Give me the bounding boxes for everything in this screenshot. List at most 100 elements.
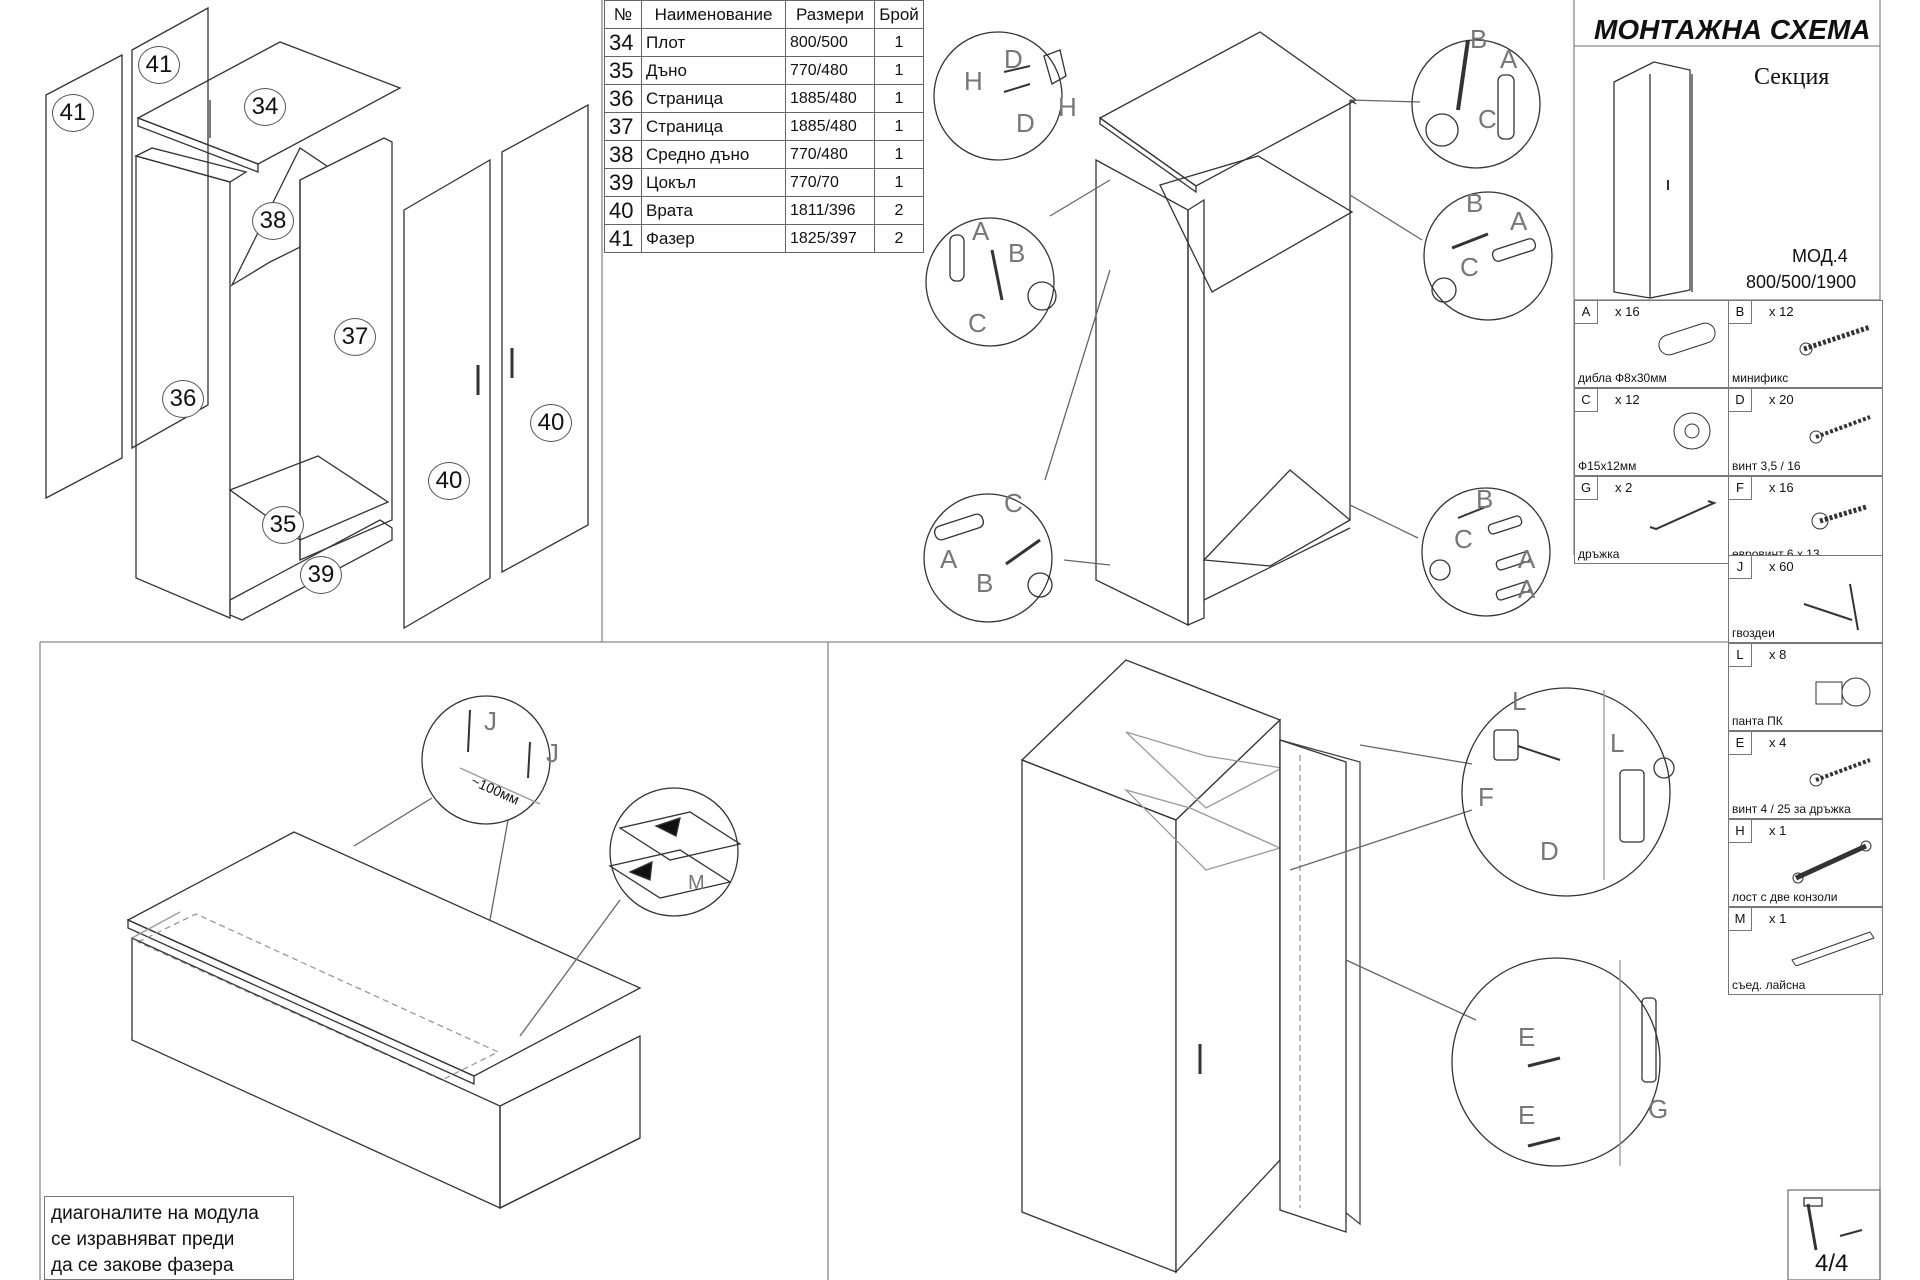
part-callout-35: 35 <box>262 506 304 544</box>
part-name: Фазер <box>641 224 786 253</box>
nail-icon <box>1803 583 1859 631</box>
part-size: 1811/396 <box>785 196 875 225</box>
hardware-item-b: B x 12 минификс <box>1728 300 1883 388</box>
part-callout-40: 40 <box>530 404 572 442</box>
part-qty: 1 <box>874 28 924 57</box>
note-line: диагоналите на модула <box>51 1203 259 1224</box>
detail-letter: H <box>1058 92 1077 122</box>
part-qty: 2 <box>874 196 924 225</box>
part-name: Страница <box>641 112 786 141</box>
part-no: 39 <box>604 168 642 197</box>
model-dimensions: 800/500/1900 <box>1746 272 1857 292</box>
detail-letter: C <box>1460 252 1479 282</box>
detail-letter: D <box>1540 836 1559 866</box>
part-callout-37: 37 <box>334 318 376 356</box>
part-qty: 1 <box>874 168 924 197</box>
detail-letter: D <box>1016 108 1035 138</box>
screw-icon <box>1809 758 1871 787</box>
hardware-item-h: H x 1 лост с две конзоли <box>1728 819 1883 907</box>
hardware-item-d: D x 20 винт 3,5 / 16 <box>1728 388 1883 476</box>
part-no: 35 <box>604 56 642 85</box>
rail-icon <box>1792 840 1872 884</box>
part-name: Цокъл <box>641 168 786 197</box>
note-line: се изравняват преди <box>51 1229 235 1250</box>
detail-letter: M <box>688 872 705 894</box>
part-callout-34: 34 <box>244 88 286 126</box>
part-no: 41 <box>604 224 642 253</box>
hardware-item-j: J x 60 гвоздеи <box>1728 555 1883 643</box>
part-qty: 1 <box>874 112 924 141</box>
detail-letter: C <box>1478 104 1497 134</box>
cam-lock-icon <box>1673 412 1711 450</box>
part-name: Дъно <box>641 56 786 85</box>
detail-letter: G <box>1648 1094 1669 1124</box>
detail-letter: E <box>1518 1100 1536 1130</box>
col-header-qty: Брой <box>874 0 924 29</box>
hardware-item-l: L x 8 панта ПК <box>1728 643 1883 731</box>
part-name: Плот <box>641 28 786 57</box>
part-callout-39: 39 <box>300 556 342 594</box>
detail-letter: D <box>1004 44 1023 74</box>
part-no: 38 <box>604 140 642 169</box>
detail-letter: J <box>484 706 497 736</box>
col-header-no: № <box>604 0 642 29</box>
col-header-name: Наименование <box>641 0 786 29</box>
part-callout-36: 36 <box>162 380 204 418</box>
detail-letter: B <box>1008 238 1026 268</box>
detail-letter: A <box>1500 44 1518 74</box>
detail-letter: C <box>1454 524 1473 554</box>
part-name: Страница <box>641 84 786 113</box>
part-qty: 2 <box>874 224 924 253</box>
hardware-item-m: M x 1 съед. лайсна <box>1728 907 1883 995</box>
euro-screw-icon <box>1811 504 1867 530</box>
part-size: 770/480 <box>785 140 875 169</box>
part-name: Средно дъно <box>641 140 786 169</box>
part-size: 800/500 <box>785 28 875 57</box>
detail-letter: A <box>940 544 958 574</box>
handle-icon <box>1649 500 1717 531</box>
detail-letter: A <box>1518 544 1536 574</box>
section-subtitle: Секция <box>1754 64 1830 90</box>
part-callout-40: 40 <box>428 462 470 500</box>
part-no: 37 <box>604 112 642 141</box>
detail-letter: B <box>1476 484 1494 514</box>
hardware-item-c: C x 12 Ф15х12мм <box>1574 388 1729 476</box>
hardware-item-a: A x 16 дибла Ф8х30мм <box>1574 300 1729 388</box>
part-qty: 1 <box>874 56 924 85</box>
part-size: 1885/480 <box>785 112 875 141</box>
detail-letter: C <box>1004 488 1023 518</box>
screw-icon <box>1809 415 1871 444</box>
part-qty: 1 <box>874 140 924 169</box>
page-title: МОНТАЖНА СХЕМА <box>1594 14 1871 45</box>
detail-letter: A <box>1518 574 1536 604</box>
detail-letter: B <box>1470 24 1488 54</box>
part-callout-38: 38 <box>252 202 294 240</box>
detail-letter: A <box>972 216 990 246</box>
detail-letter: L <box>1512 686 1527 716</box>
joint-strip-icon <box>1791 931 1875 966</box>
part-callout-41: 41 <box>52 94 94 132</box>
part-qty: 1 <box>874 84 924 113</box>
hinge-icon <box>1815 677 1871 707</box>
part-callout-41: 41 <box>138 46 180 84</box>
part-name: Врата <box>641 196 786 225</box>
dowel-icon <box>1658 322 1716 356</box>
page-number: 4/4 <box>1815 1250 1849 1277</box>
part-no: 36 <box>604 84 642 113</box>
part-size: 770/70 <box>785 168 875 197</box>
detail-letter: L <box>1610 728 1625 758</box>
assembly-note: диагоналите на модула се изравняват пред… <box>44 1196 294 1280</box>
detail-letter: J <box>546 738 559 768</box>
part-size: 1885/480 <box>785 84 875 113</box>
part-size: 1825/397 <box>785 224 875 253</box>
detail-letter: A <box>1510 206 1528 236</box>
hardware-item-f: F x 16 евровинт 6 х 13 <box>1728 476 1883 564</box>
